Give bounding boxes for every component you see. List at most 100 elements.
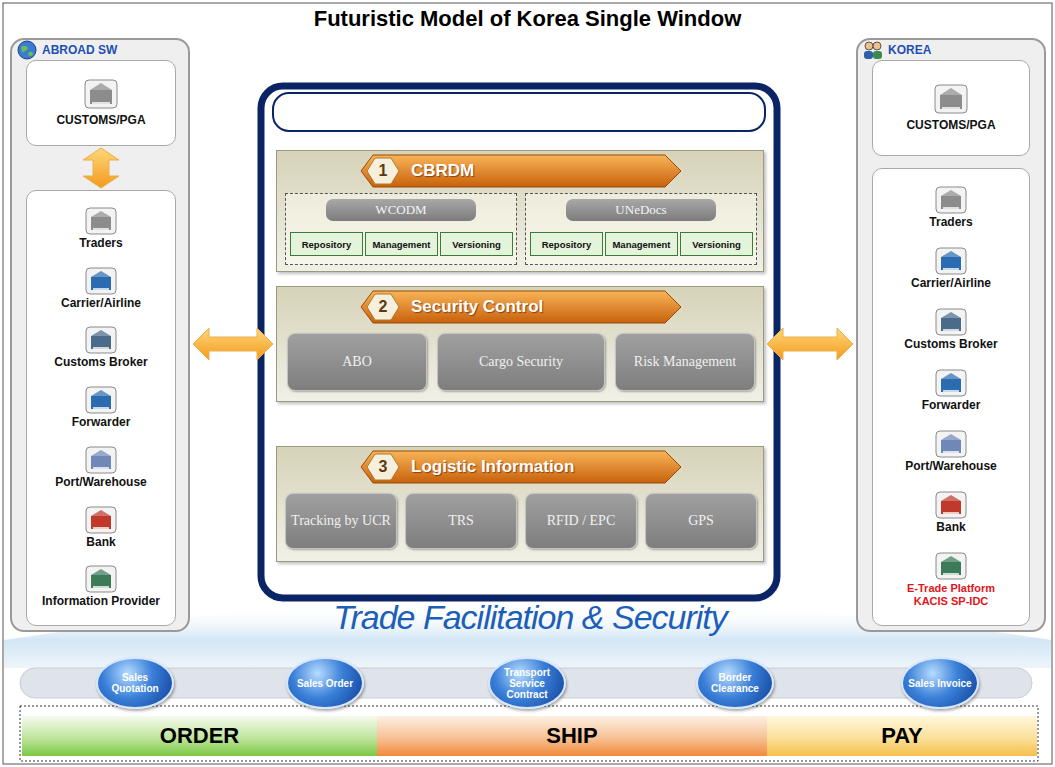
actor-icon [84, 79, 118, 109]
function-label: RFID / EPC [547, 513, 615, 529]
page-frame [3, 3, 1052, 764]
icon-frame [86, 268, 116, 294]
repository-cell: Repository [302, 239, 352, 250]
icon-frame [86, 327, 116, 353]
icon-body [940, 95, 962, 109]
cust-node: CUSTOMS/PGA [26, 60, 176, 146]
actor-icon [85, 326, 117, 354]
actor-name: Port/Warehouse [905, 460, 997, 474]
function-label: GPS [688, 513, 714, 529]
icon-line [92, 102, 110, 104]
icon-roof [941, 373, 961, 379]
actor-name: Forwarder [922, 399, 981, 413]
actor-name: E-Trade Platform KACIS SP-IDC [899, 582, 1003, 607]
actor-item: Forwarder [922, 369, 981, 413]
actor-item: Bank [935, 491, 967, 535]
actor-name: Bank [936, 521, 965, 535]
band-node: SHIP [377, 716, 767, 756]
diagram-title: Futuristic Model of Korea Single Window [314, 6, 742, 31]
group-heading: UNeDocs [566, 199, 716, 221]
icon-roof [91, 510, 111, 516]
icon-frame [935, 85, 967, 113]
bubble-node: Sales Quotation [96, 657, 174, 709]
gbox-node: Risk Management [615, 333, 755, 391]
actor-item: Traders [79, 207, 122, 251]
icon-body [941, 501, 961, 514]
phase-name: ORDER [160, 723, 239, 749]
icon-line [93, 586, 109, 588]
icon-body [941, 440, 961, 453]
actor-name: Customs Broker [54, 356, 147, 370]
actor-item: Information Provider [42, 565, 160, 609]
icon-roof [91, 330, 111, 336]
number-hexagon [367, 454, 399, 480]
panel-header: KOREA [862, 40, 931, 59]
icon-roof [941, 556, 961, 562]
group-heading: WCODM [326, 199, 476, 221]
actor-icon [935, 491, 967, 519]
people-icon [862, 40, 884, 60]
icon-body [941, 196, 961, 209]
actor-icon [935, 430, 967, 458]
icon-frame [86, 447, 116, 473]
icon-frame [936, 309, 966, 335]
actor-item: Bank [85, 506, 117, 550]
actors-node: TradersCarrier/AirlineCustoms BrokerForw… [872, 168, 1030, 626]
function-label: Tracking by UCR [291, 513, 391, 529]
actor-icon [85, 446, 117, 474]
phase-name: PAY [881, 723, 923, 749]
actor-name: Carrier/Airline [911, 277, 991, 291]
icon-line [943, 391, 959, 393]
section-banner: 3 Logistic Information [361, 451, 681, 483]
panel-node: KOREACUSTOMS/PGATradersCarrier/AirlineCu… [856, 38, 1046, 632]
section-title: Logistic Information [411, 457, 574, 477]
icon-frame [86, 208, 116, 234]
actors-node: TradersCarrier/AirlineCustoms BrokerForw… [26, 190, 176, 626]
actor-item: Carrier/Airline [61, 267, 141, 311]
band-node: PAY [767, 716, 1037, 756]
process-step: Sales Order [297, 678, 353, 689]
icon-frame [936, 553, 966, 579]
function-label: ABO [342, 354, 372, 370]
icon-body [941, 379, 961, 392]
icon-frame [936, 370, 966, 396]
banner-label: Trade Facilitation & Security [333, 598, 727, 636]
actor-name: Information Provider [42, 595, 160, 609]
title-bar [273, 93, 765, 131]
section-title: CBRDM [411, 161, 474, 181]
icon-line [943, 574, 959, 576]
actor-icon [935, 247, 967, 275]
actor-icon [934, 84, 968, 114]
number-hexagon [367, 294, 399, 320]
actor-icon [85, 386, 117, 414]
rect-shape [873, 51, 882, 59]
path-shape [21, 45, 33, 55]
band-node: ORDER [22, 716, 377, 756]
function-label: Cargo Security [479, 354, 563, 370]
icon-roof [941, 251, 961, 257]
gbox-node: Tracking by UCR [285, 493, 397, 549]
icon-roof [941, 495, 961, 501]
icon-line [943, 207, 959, 209]
section-banner: 2Security Control [361, 291, 681, 323]
section-banner: 1CBRDM [361, 155, 681, 187]
icon-frame [86, 387, 116, 413]
rect-shape [864, 51, 873, 59]
icon-line [942, 107, 960, 109]
group-node: WCODMRepositoryManagementVersioning [285, 193, 517, 265]
icon-body [91, 277, 111, 290]
banner-arrow [361, 291, 681, 323]
gbox-node: GPS [645, 493, 757, 549]
group-name: WCODM [375, 202, 426, 218]
number-hexagon [367, 158, 399, 184]
icon-roof [90, 83, 112, 90]
double-arrow [83, 148, 119, 188]
cell-node: Repository [290, 232, 363, 256]
callout-number: 3 [369, 458, 397, 476]
actor-icon [85, 565, 117, 593]
icon-body [90, 90, 112, 104]
agency-name: CUSTOMS/PGA [56, 113, 145, 127]
globe-icon [16, 40, 38, 60]
icon-body [941, 318, 961, 331]
icon-body [91, 456, 111, 469]
